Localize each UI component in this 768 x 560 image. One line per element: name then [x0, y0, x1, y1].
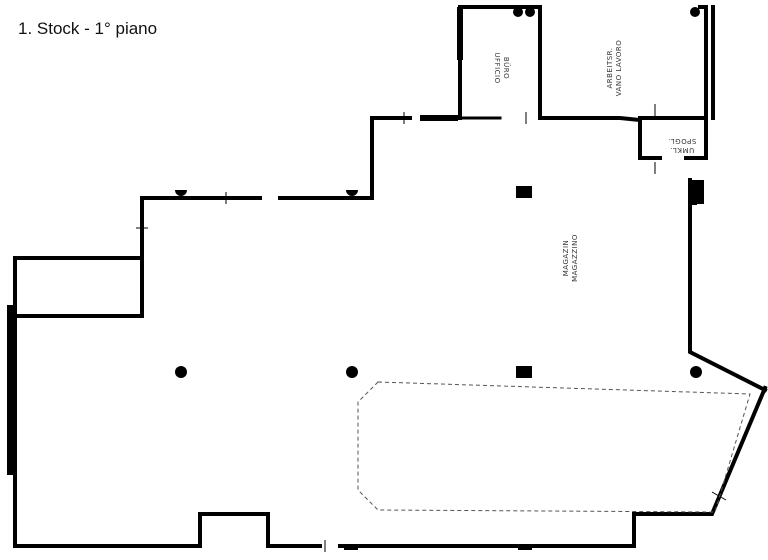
pillar — [516, 186, 532, 198]
pillar — [344, 544, 358, 550]
storage-area-outline — [357, 381, 751, 513]
pillar — [688, 180, 704, 204]
room-label-magazin-line2: MAGAZZINO — [571, 234, 579, 282]
room-label-umkl-line2: SPOGL. — [668, 137, 697, 145]
room-label-buro-line2: UFFICIO — [493, 52, 501, 83]
column-half — [346, 190, 358, 196]
pillar — [518, 544, 532, 550]
column — [525, 7, 535, 17]
room-label-magazin-line1: MAGAZIN — [562, 240, 570, 277]
plan-title: 1. Stock - 1° piano — [18, 19, 158, 38]
outer-wall — [13, 5, 768, 393]
room-label-magazin: MAGAZIN MAGAZZINO — [562, 234, 579, 282]
column — [690, 366, 702, 378]
room-label-arbeit-line1: ARBEITSR. — [606, 47, 614, 88]
room-label-arbeit-line2: VANO LAVORO — [615, 40, 623, 97]
room-label-umkl: UMKL. SPOGL. — [668, 137, 697, 154]
column-half — [175, 190, 187, 196]
pillar — [516, 366, 532, 378]
column — [175, 366, 187, 378]
window-mark — [711, 491, 727, 501]
room-label-buro-line1: BÜRO — [502, 57, 511, 79]
room-label-arbeit: ARBEITSR. VANO LAVORO — [606, 40, 623, 97]
column — [346, 366, 358, 378]
south-wall — [13, 314, 768, 548]
column — [513, 7, 523, 17]
room-label-buro: BÜRO UFFICIO — [493, 52, 511, 83]
room-label-umkl-line1: UMKL. — [670, 146, 694, 154]
column — [690, 7, 700, 17]
